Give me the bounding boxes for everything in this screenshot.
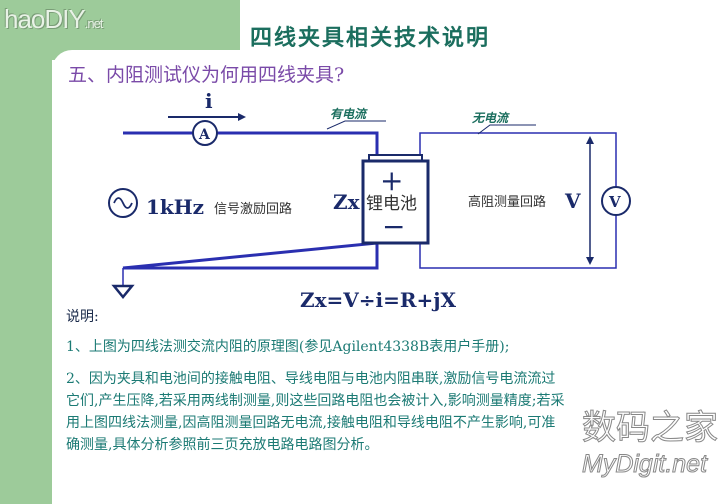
logo-text: haoDIY xyxy=(4,4,86,34)
no-current-label: 无电流 xyxy=(471,111,510,125)
battery-plus: + xyxy=(380,164,403,197)
watermark-cn: 数码之家 xyxy=(582,408,719,449)
ammeter-icon xyxy=(192,120,218,146)
formula: Zx=V÷i=R+jX xyxy=(300,288,457,312)
with-current-pointer xyxy=(326,120,386,130)
logo-suffix: .net xyxy=(84,16,104,31)
voltage-label: V xyxy=(564,189,581,213)
measure-loop-label: 高阻测量回路 xyxy=(468,194,546,210)
current-arrow-head xyxy=(238,113,246,121)
current-label: i xyxy=(205,89,213,113)
frequency-label: 1kHz xyxy=(146,195,204,219)
page-title: 四线夹具相关技术说明 xyxy=(250,25,491,51)
background-green-left xyxy=(0,0,52,504)
excitation-loop-label: 信号激励回路 xyxy=(214,201,292,217)
content-card xyxy=(52,50,726,504)
site-logo: haoDIY.net xyxy=(4,4,104,35)
section-heading: 五、内阻测试仪为何用四线夹具? xyxy=(68,64,345,86)
watermark-en: MyDigit.net xyxy=(581,450,708,479)
no-current-pointer xyxy=(477,124,536,135)
sine-wave-icon xyxy=(113,197,133,209)
ammeter-label: A xyxy=(198,127,211,143)
note-item-1: 1、上图为四线法测交流内阻的原理图(参见Agilent4338B表用户手册); xyxy=(66,339,510,355)
notes-heading: 说明: xyxy=(66,309,99,325)
battery-minus: − xyxy=(382,210,405,243)
with-current-label: 有电流 xyxy=(330,107,368,121)
voltmeter-label: V xyxy=(608,193,621,211)
battery-icon xyxy=(361,159,430,245)
note-item-2: 2、因为夹具和电池间的接触电阻、导线电阻与电池内阻串联,激励信号电流流过它们,产… xyxy=(66,371,565,453)
battery-label: 锂电池 xyxy=(366,194,417,214)
ground-icon xyxy=(111,284,135,299)
zx-label: Zx xyxy=(333,190,361,214)
voltmeter-icon xyxy=(601,186,631,216)
